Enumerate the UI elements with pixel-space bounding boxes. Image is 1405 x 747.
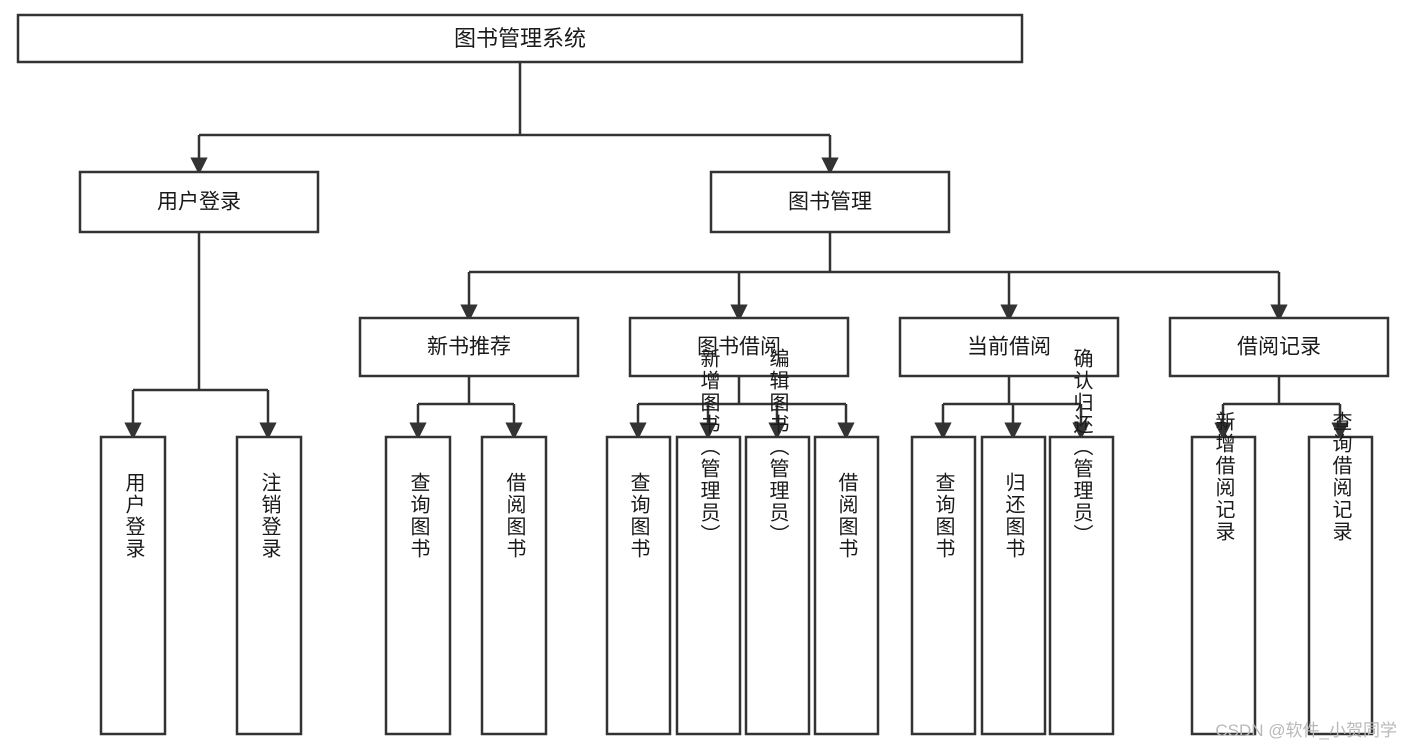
leaf-box[interactable]	[235, 435, 303, 736]
node-root-box[interactable]	[16, 13, 1024, 64]
leaf-borrow-record-1[interactable]: 查询借阅记录	[1307, 411, 1374, 736]
node-current-borrow-box[interactable]	[898, 316, 1120, 378]
leaf-current-borrow-1[interactable]: 归还图书	[980, 435, 1047, 736]
leaf-book-borrow-2[interactable]: 编辑图书（管理员）	[744, 348, 811, 736]
leaf-label: 用户登录	[122, 472, 145, 560]
leaf-label: 新增图书（管理员）	[697, 348, 720, 546]
leaf-box[interactable]	[384, 435, 452, 736]
leaf-new-book-recommend-1[interactable]: 借阅图书	[480, 435, 548, 736]
node-new-book-recommend-label: 新书推荐	[427, 336, 511, 359]
leaf-box[interactable]	[910, 435, 977, 736]
leaf-box[interactable]	[744, 435, 811, 736]
node-user-login-label: 用户登录	[157, 191, 241, 214]
leaf-box[interactable]	[480, 435, 548, 736]
leaf-label: 借阅图书	[503, 472, 526, 560]
node-book-borrow-box[interactable]	[628, 316, 850, 378]
leaf-label: 查询图书	[627, 472, 650, 560]
leaf-label: 查询图书	[407, 472, 430, 560]
node-borrow-record-label: 借阅记录	[1237, 336, 1321, 359]
node-book-management-box[interactable]	[709, 170, 951, 234]
leaf-box[interactable]	[813, 435, 880, 736]
node-root-label: 图书管理系统	[454, 26, 586, 51]
leaf-label: 归还图书	[1002, 472, 1025, 560]
connector-layer	[124, 62, 1349, 440]
node-book-management-label: 图书管理	[788, 191, 872, 214]
leaf-current-borrow-0[interactable]: 查询图书	[910, 435, 977, 736]
node-book-management[interactable]: 图书管理	[709, 170, 951, 234]
node-current-borrow[interactable]: 当前借阅	[898, 316, 1120, 378]
leaf-user-login-1[interactable]: 注销登录	[235, 435, 303, 736]
leaf-new-book-recommend-0[interactable]: 查询图书	[384, 435, 452, 736]
node-book-borrow-label: 图书借阅	[697, 336, 781, 359]
node-borrow-record-box[interactable]	[1168, 316, 1390, 378]
leaf-label: 新增借阅记录	[1212, 411, 1235, 543]
leaf-box[interactable]	[1307, 435, 1374, 736]
node-book-borrow[interactable]: 图书借阅	[628, 316, 850, 378]
node-borrow-record[interactable]: 借阅记录	[1168, 316, 1390, 378]
leaf-label: 查询图书	[932, 472, 955, 560]
leaf-box[interactable]	[675, 435, 742, 736]
node-current-borrow-label: 当前借阅	[967, 336, 1051, 359]
leaf-box[interactable]	[980, 435, 1047, 736]
leaf-label: 编辑图书（管理员）	[766, 348, 789, 546]
node-new-book-recommend[interactable]: 新书推荐	[358, 316, 580, 378]
leaf-box[interactable]	[1048, 435, 1115, 736]
leaf-box[interactable]	[99, 435, 167, 736]
leaf-user-login-0[interactable]: 用户登录	[99, 435, 167, 736]
leaf-book-borrow-0[interactable]: 查询图书	[605, 435, 672, 736]
leaf-label: 注销登录	[258, 472, 281, 560]
node-root[interactable]: 图书管理系统	[16, 13, 1024, 64]
leaf-label: 查询借阅记录	[1329, 411, 1352, 543]
node-new-book-recommend-box[interactable]	[358, 316, 580, 378]
leaf-label: 借阅图书	[835, 472, 858, 560]
leaf-box[interactable]	[605, 435, 672, 736]
leaf-book-borrow-1[interactable]: 新增图书（管理员）	[675, 348, 742, 736]
node-user-login[interactable]: 用户登录	[78, 170, 320, 234]
leaf-box[interactable]	[1190, 435, 1257, 736]
leaf-book-borrow-3[interactable]: 借阅图书	[813, 435, 880, 736]
leaf-borrow-record-0[interactable]: 新增借阅记录	[1190, 411, 1257, 736]
leaf-label: 确认归还（管理员）	[1070, 348, 1093, 546]
node-user-login-box[interactable]	[78, 170, 320, 234]
leaf-current-borrow-2[interactable]: 确认归还（管理员）	[1048, 348, 1115, 736]
